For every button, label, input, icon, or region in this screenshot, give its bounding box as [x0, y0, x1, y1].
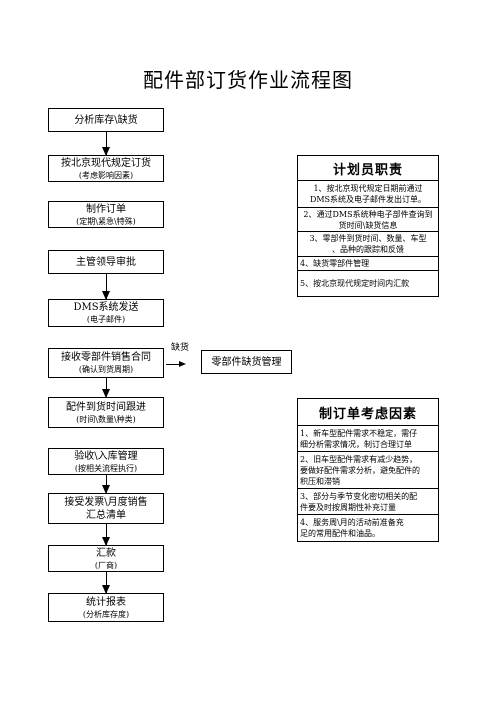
flow-step-dms-send: DMS系统发送 (电子邮件): [48, 299, 164, 327]
planner-duty-row: 3、零部件到货时间、数量、车型 、品种的跟踪和反馈: [298, 232, 438, 257]
order-factor-line: 4、服务周\月的活动前准备充: [300, 518, 404, 527]
shortage-management-label: 零部件缺货管理: [211, 356, 282, 368]
flow-step-note: (电子邮件): [86, 315, 126, 324]
flow-step-invoice-summary: 接受发票\月度销售 汇总清单: [48, 493, 164, 524]
flow-step-note: (时间\数量\种类): [76, 414, 136, 424]
planner-duty-line: 、品种的跟踪和反馈: [332, 245, 404, 254]
planner-duties-header: 计划员职责: [298, 156, 438, 181]
flow-step-arrival-tracking: 配件到货时间跟进 (时间\数量\种类): [48, 397, 164, 428]
flow-step-note: (考虑影响因素): [78, 170, 134, 180]
flow-step-order-by-rules: 按北京现代规定订货 (考虑影响因素): [48, 155, 164, 182]
planner-duty-line: 3、零部件到货时间、数量、车型: [309, 234, 427, 243]
flow-step-statistics-report: 统计报表 (分析库存度): [48, 593, 164, 622]
shortage-management-box: 零部件缺货管理: [201, 350, 292, 374]
flow-step-remittance: 汇款 (厂商): [48, 545, 164, 572]
order-factor-row: 1、新车型配件需求不稳定，需仔 细分析需求情况，制订合理订单: [298, 426, 438, 452]
planner-duty-line: DMS系统及电子邮件发出订单。: [309, 195, 427, 204]
flow-step-make-order: 制作订单 (定期\紧急\特殊): [48, 201, 164, 228]
order-factor-line: 积压和滞销: [300, 476, 340, 486]
flow-step-inspection-storage: 验收\入库管理 (按相关流程执行): [48, 448, 164, 475]
flow-step-label-line2: 汇总清单: [86, 509, 126, 521]
planner-duty-row: 4、缺货零部件管理: [298, 257, 438, 271]
flow-step-analyze-inventory: 分析库存\缺货: [48, 108, 164, 132]
order-factor-line: 件要及时按周期性补充订量: [300, 502, 396, 512]
flow-step-label: 按北京现代规定订货: [61, 157, 151, 169]
planner-duty-line: 2、通过DMS系统种电子部件查询到: [303, 209, 433, 219]
planner-duty-line: 1、按北京现代规定日期前通过: [313, 184, 423, 193]
planner-duty-line: 4、缺货零部件管理: [300, 259, 370, 268]
flow-step-label: 制作订单: [86, 203, 126, 215]
flow-step-receive-contract: 接收零部件销售合同 (确认到货周期): [48, 348, 164, 378]
order-factor-row: 4、服务周\月的活动前准备充 足的常用配件和油品。: [298, 515, 438, 541]
order-factor-row: 2、旧车型配件需求有减少趋势， 要做好配件需求分析，避免配件的 积压和滞销: [298, 452, 438, 489]
planner-duty-row: 2、通过DMS系统种电子部件查询到 货时间\缺货信息: [298, 208, 438, 232]
flow-step-manager-approval: 主管领导审批: [48, 250, 164, 274]
order-factor-line: 足的常用配件和油品。: [300, 529, 380, 538]
order-factor-line: 1、新车型配件需求不稳定，需仔: [300, 428, 418, 438]
flow-step-label: DMS系统发送: [73, 302, 139, 313]
page-title: 配件部订货作业流程图: [143, 68, 353, 92]
planner-duty-line: 5、按北京现代规定时间内汇款: [300, 279, 410, 288]
flow-step-note: (厂商): [94, 560, 118, 570]
flow-step-note: (定期\紧急\特殊): [76, 216, 136, 226]
flow-step-note: (确认到货周期): [78, 365, 134, 374]
order-factors-panel: 制订单考虑因素 1、新车型配件需求不稳定，需仔 细分析需求情况，制订合理订单 2…: [297, 398, 439, 542]
flow-arrow: [102, 132, 110, 156]
shortage-arrow: [166, 361, 186, 367]
flow-step-label: 验收\入库管理: [74, 450, 138, 462]
flow-arrow: [102, 572, 110, 594]
flow-step-label: 分析库存\缺货: [74, 114, 138, 126]
planner-duties-panel: 计划员职责 1、按北京现代规定日期前通过 DMS系统及电子邮件发出订单。 2、通…: [297, 155, 439, 297]
flow-step-label: 统计报表: [86, 596, 126, 608]
flow-step-label: 汇款: [96, 547, 116, 559]
flow-arrow: [102, 475, 110, 494]
order-factor-row: 3、部分与季节变化密切相关的配 件要及时按周期性补充订量: [298, 489, 438, 515]
planner-duty-line: 货时间\缺货信息: [338, 220, 398, 230]
planner-duty-row: 1、按北京现代规定日期前通过 DMS系统及电子邮件发出订单。: [298, 181, 438, 208]
flow-arrow: [102, 524, 110, 546]
flow-step-label: 接收零部件销售合同: [61, 352, 151, 363]
flow-step-note: (分析库存度): [82, 609, 130, 619]
planner-duty-row: 5、按北京现代规定时间内汇款: [298, 271, 438, 296]
flow-arrow: [102, 378, 110, 398]
flow-step-note: (按相关流程执行): [74, 463, 138, 473]
flow-step-label: 配件到货时间跟进: [66, 401, 146, 413]
flow-step-label: 接受发票\月度销售: [64, 496, 148, 508]
order-factor-line: 要做好配件需求分析，避免配件的: [300, 465, 420, 475]
flow-step-label: 主管领导审批: [76, 256, 136, 268]
order-factor-line: 2、旧车型配件需求有减少趋势，: [300, 454, 418, 464]
flow-arrow: [102, 274, 110, 300]
shortage-label: 缺货: [171, 343, 190, 353]
order-factor-line: 3、部分与季节变化密切相关的配: [300, 491, 418, 501]
order-factor-line: 细分析需求情况，制订合理订单: [300, 439, 412, 449]
order-factors-header: 制订单考虑因素: [298, 399, 438, 426]
